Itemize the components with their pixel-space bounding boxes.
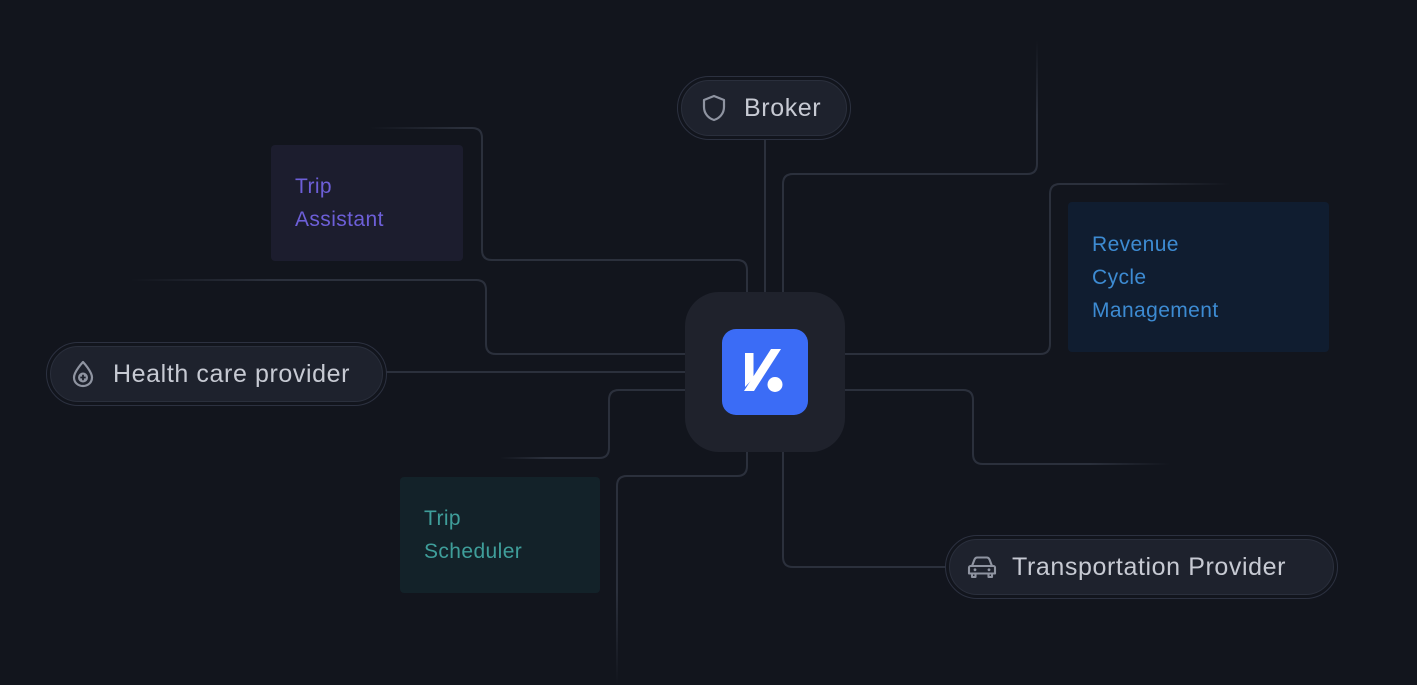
transportation-provider-pill: Transportation Provider: [949, 539, 1334, 595]
transportation-provider-label: Transportation Provider: [1012, 552, 1287, 581]
connector-bottom-left: [616, 452, 748, 685]
brand-logo: [722, 329, 808, 415]
hub-node[interactable]: [685, 292, 845, 452]
connector-right-lower: [845, 389, 1170, 465]
connector-left-upper: [130, 279, 685, 355]
connector-top-right: [782, 40, 1038, 292]
connector-transportation: [782, 452, 946, 568]
connector-revenue: [845, 183, 1230, 355]
trip-assistant-card[interactable]: Trip Assistant: [271, 145, 463, 261]
broker-node[interactable]: Broker: [677, 76, 851, 140]
connector-trip-assistant: [370, 127, 748, 292]
trip-scheduler-line-1: Trip: [424, 507, 461, 530]
car-icon: [966, 551, 998, 583]
revenue-line-1: Revenue: [1092, 233, 1179, 256]
drop-plus-icon: [67, 358, 99, 390]
trip-assistant-line-2: Assistant: [295, 208, 384, 231]
trip-scheduler-card[interactable]: Trip Scheduler: [400, 477, 600, 593]
health-care-provider-pill: Health care provider: [50, 346, 383, 402]
transportation-provider-node[interactable]: Transportation Provider: [945, 535, 1338, 599]
health-care-provider-label: Health care provider: [113, 359, 351, 388]
trip-assistant-line-1: Trip: [295, 175, 332, 198]
shield-icon: [698, 92, 730, 124]
revenue-cycle-management-card[interactable]: Revenue Cycle Management: [1068, 202, 1329, 352]
broker-pill: Broker: [681, 80, 847, 136]
trip-scheduler-line-2: Scheduler: [424, 540, 523, 563]
revenue-line-2: Cycle: [1092, 266, 1147, 289]
broker-label: Broker: [744, 93, 822, 122]
health-care-provider-node[interactable]: Health care provider: [46, 342, 387, 406]
connector-trip-scheduler: [500, 389, 685, 459]
revenue-line-3: Management: [1092, 299, 1219, 322]
